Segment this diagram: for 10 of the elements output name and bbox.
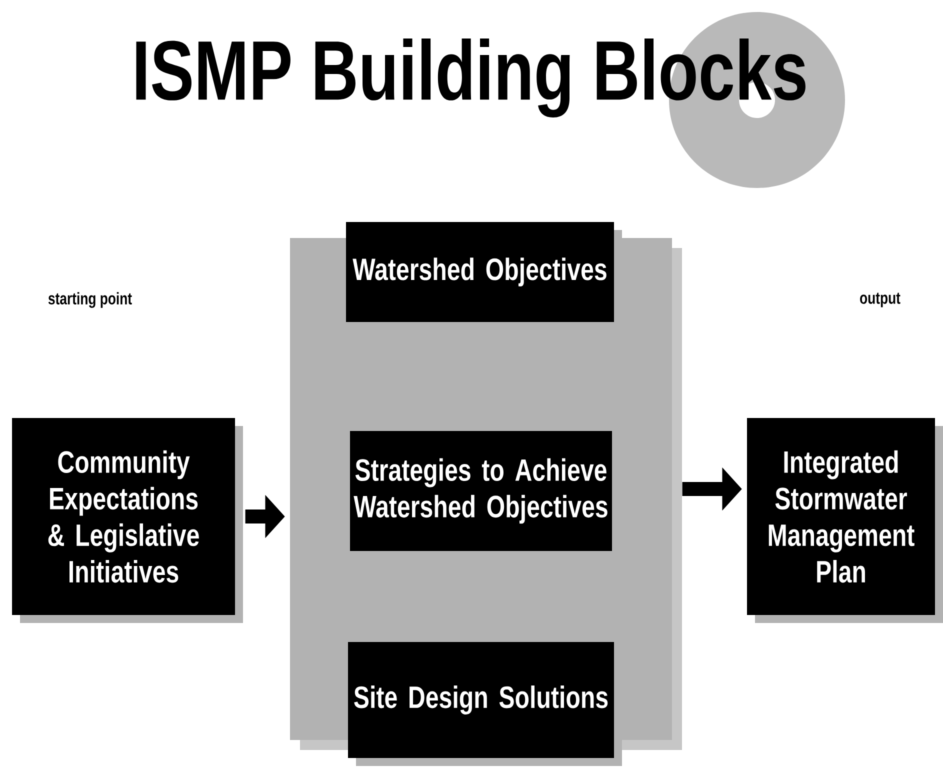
process-box: Watershed Objectives <box>346 222 622 330</box>
node-label: Site Design Solutions <box>354 686 608 714</box>
node-label: Watershed Objectives <box>352 258 606 286</box>
process-box: Site Design Solutions <box>348 642 622 766</box>
process-box: Integrated Stormwater Management Plan <box>747 418 943 623</box>
side-label: starting point <box>48 292 132 308</box>
process-box: Strategies to Achieve Watershed Objectives <box>350 431 620 559</box>
side-label: output <box>860 292 900 308</box>
title: ISMP Building Blocks <box>136 38 806 118</box>
process-box: Community Expectations & Legislative Initiatives <box>12 418 243 623</box>
